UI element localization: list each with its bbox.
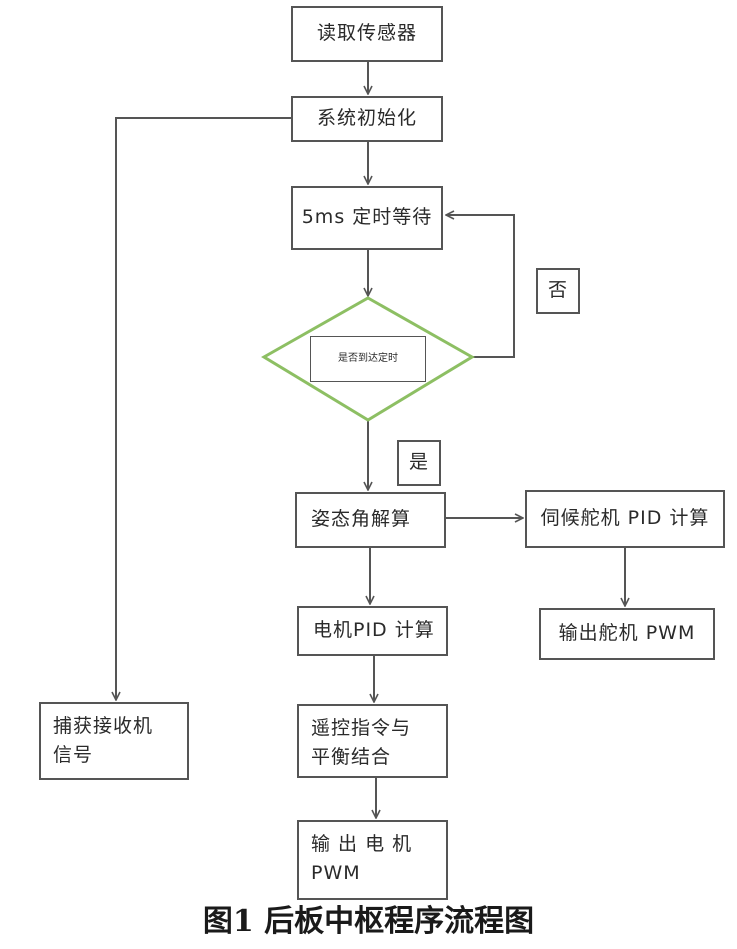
wait-5ms-box: 5ms 定时等待: [291, 186, 443, 250]
remote-balance-line1: 遥控指令与: [311, 717, 412, 739]
figure-caption: 图1 后板中枢程序流程图: [202, 904, 535, 939]
no-label-box: 否: [536, 268, 580, 314]
yes-label-box: 是: [397, 440, 441, 486]
servo-pwm-label: 输出舵机 PWM: [558, 622, 696, 645]
motor-pid-label: 电机PID 计算: [313, 619, 435, 642]
capture-receiver-box: 捕获接收机 信号: [39, 702, 189, 780]
system-init-label: 系统初始化: [316, 107, 417, 130]
attitude-solve-label: 姿态角解算: [311, 508, 412, 531]
attitude-solve-box: 姿态角解算: [295, 492, 446, 548]
timeout-check-label: 是否到达定时: [338, 353, 398, 365]
arrow-no-loop: [446, 215, 515, 358]
read-sensor-box: 读取传感器: [291, 6, 443, 62]
remote-balance-line2: 平衡结合: [311, 746, 392, 769]
output-motor-pwm-box: 输 出 电 机 PWM: [297, 820, 448, 900]
capture-receiver-line2: 信号: [53, 744, 94, 767]
wait-5ms-label: 5ms 定时等待: [301, 206, 433, 229]
output-motor-line1: 输 出 电 机: [311, 833, 413, 855]
capture-receiver-line1: 捕获接收机: [53, 715, 154, 737]
motor-pid-box: 电机PID 计算: [297, 606, 448, 656]
servo-pid-box: 伺候舵机 PID 计算: [525, 490, 725, 548]
servo-pwm-box: 输出舵机 PWM: [539, 608, 715, 660]
remote-balance-box: 遥控指令与 平衡结合: [297, 704, 448, 778]
no-label: 否: [547, 279, 568, 302]
servo-pid-label: 伺候舵机 PID 计算: [540, 507, 710, 530]
yes-label: 是: [408, 451, 429, 474]
read-sensor-label: 读取传感器: [316, 22, 417, 45]
arrow-init-to-receiver: [116, 117, 291, 700]
output-motor-line2: PWM: [311, 862, 361, 885]
system-init-box: 系统初始化: [291, 96, 443, 142]
timeout-check-box: 是否到达定时: [310, 336, 426, 382]
